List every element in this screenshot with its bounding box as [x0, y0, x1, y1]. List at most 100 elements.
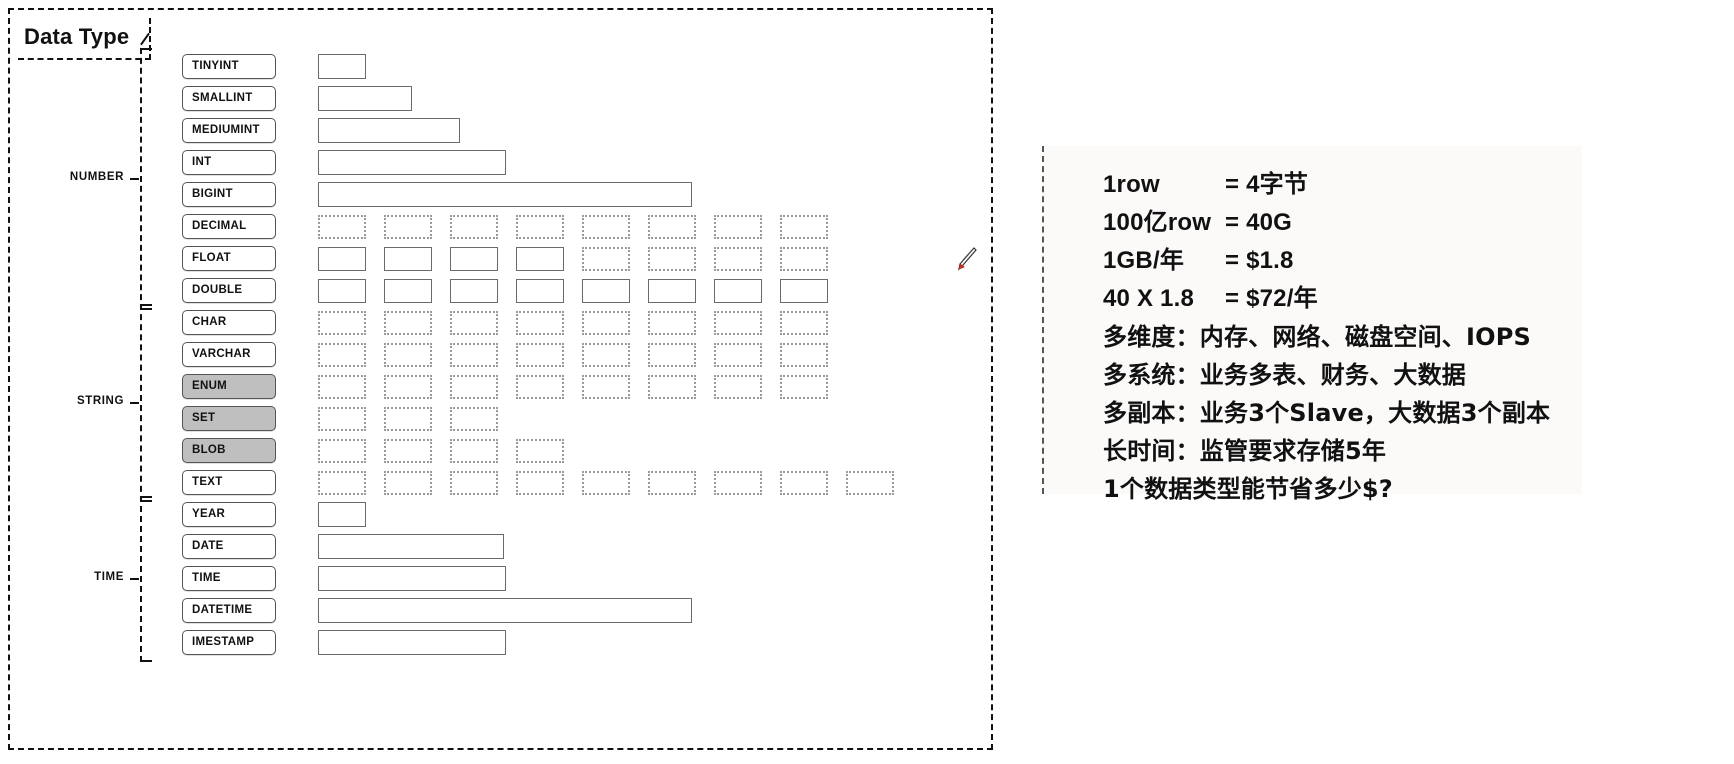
type-chip-blob[interactable]: BLOB	[182, 438, 276, 463]
title-box	[18, 18, 151, 60]
size-cell	[582, 375, 630, 399]
info-line: 40 X 1.8= $72/年	[1103, 280, 1603, 318]
type-chip-tinyint[interactable]: TINYINT	[182, 54, 276, 79]
group-bracket-cap	[140, 308, 152, 310]
size-cell	[450, 375, 498, 399]
size-cell	[318, 439, 366, 463]
info-line-value: 多系统：业务多表、财务、大数据	[1103, 361, 1466, 389]
size-cell	[516, 247, 564, 271]
size-bar	[318, 630, 506, 655]
info-line-value: = $1.8	[1225, 247, 1294, 274]
type-chip-imestamp[interactable]: IMESTAMP	[182, 630, 276, 655]
group-bracket	[140, 304, 142, 502]
size-cell	[384, 215, 432, 239]
size-bar	[318, 534, 504, 559]
group-label-string: STRING	[76, 395, 124, 407]
type-chip-datetime[interactable]: DATETIME	[182, 598, 276, 623]
size-cell	[318, 279, 366, 303]
size-cell	[516, 215, 564, 239]
size-cell	[648, 215, 696, 239]
info-line: 长时间：监管要求存储5年	[1103, 432, 1603, 470]
size-cell	[582, 343, 630, 367]
size-cell	[582, 471, 630, 495]
size-cell	[516, 343, 564, 367]
info-line-value: 长时间：监管要求存储5年	[1103, 437, 1387, 465]
type-chip-smallint[interactable]: SMALLINT	[182, 86, 276, 111]
size-cell	[318, 375, 366, 399]
info-line: 多系统：业务多表、财务、大数据	[1103, 356, 1603, 394]
size-cell	[582, 215, 630, 239]
size-cell	[648, 471, 696, 495]
type-chip-mediumint[interactable]: MEDIUMINT	[182, 118, 276, 143]
size-cell	[384, 407, 432, 431]
size-cell	[582, 279, 630, 303]
size-cell	[516, 311, 564, 335]
size-cell	[582, 247, 630, 271]
size-cell	[780, 279, 828, 303]
info-line-value: 多副本：业务3个Slave，大数据3个副本	[1103, 399, 1551, 427]
info-line-key: 100亿row	[1103, 209, 1212, 236]
type-chip-date[interactable]: DATE	[182, 534, 276, 559]
size-cell	[582, 311, 630, 335]
group-bracket-cap	[140, 660, 152, 662]
size-cell-group	[318, 438, 582, 464]
group-bracket	[140, 496, 142, 662]
info-line: 1GB/年 = $1.8	[1103, 242, 1603, 280]
info-panel	[1042, 146, 1582, 494]
info-line-value: 1个数据类型能节省多少$?	[1103, 475, 1393, 503]
size-cell	[384, 375, 432, 399]
group-bracket-cap	[140, 48, 152, 50]
info-line-key: 40 X 1.8	[1103, 285, 1195, 312]
size-cell	[780, 471, 828, 495]
size-cell	[714, 471, 762, 495]
type-chip-varchar[interactable]: VARCHAR	[182, 342, 276, 367]
size-cell-group	[318, 214, 846, 240]
size-cell	[846, 471, 894, 495]
group-bracket-arrow-icon	[130, 578, 139, 580]
type-chip-year[interactable]: YEAR	[182, 502, 276, 527]
size-cell	[648, 375, 696, 399]
group-bracket-cap	[140, 496, 152, 498]
type-chip-set[interactable]: SET	[182, 406, 276, 431]
size-cell-group	[318, 342, 846, 368]
group-bracket-arrow-icon	[130, 402, 139, 404]
size-cell	[384, 279, 432, 303]
size-cell	[648, 279, 696, 303]
size-cell	[780, 375, 828, 399]
size-cell	[648, 343, 696, 367]
group-bracket-arrow-icon	[130, 178, 139, 180]
size-cell	[318, 247, 366, 271]
group-label-time: TIME	[94, 571, 124, 583]
size-cell	[714, 375, 762, 399]
size-cell	[648, 247, 696, 271]
size-cell	[516, 279, 564, 303]
type-chip-double[interactable]: DOUBLE	[182, 278, 276, 303]
size-cell-group	[318, 246, 846, 272]
size-cell	[516, 439, 564, 463]
type-chip-time[interactable]: TIME	[182, 566, 276, 591]
type-chip-char[interactable]: CHAR	[182, 310, 276, 335]
type-chip-bigint[interactable]: BIGINT	[182, 182, 276, 207]
size-bar	[318, 182, 692, 207]
page-title: Data Type	[24, 24, 130, 49]
size-cell	[450, 343, 498, 367]
type-chip-decimal[interactable]: DECIMAL	[182, 214, 276, 239]
type-chip-enum[interactable]: ENUM	[182, 374, 276, 399]
size-bar	[318, 150, 506, 175]
size-cell	[714, 343, 762, 367]
size-cell	[516, 471, 564, 495]
type-chip-text[interactable]: TEXT	[182, 470, 276, 495]
size-cell	[450, 215, 498, 239]
info-line-key: 1GB/年	[1103, 247, 1185, 274]
type-chip-float[interactable]: FLOAT	[182, 246, 276, 271]
size-cell	[384, 343, 432, 367]
size-cell-group	[318, 470, 912, 496]
info-line-value: = 40G	[1225, 209, 1293, 236]
size-cell	[714, 311, 762, 335]
size-cell	[318, 343, 366, 367]
size-cell	[384, 471, 432, 495]
size-cell	[780, 247, 828, 271]
size-cell	[384, 439, 432, 463]
type-chip-int[interactable]: INT	[182, 150, 276, 175]
